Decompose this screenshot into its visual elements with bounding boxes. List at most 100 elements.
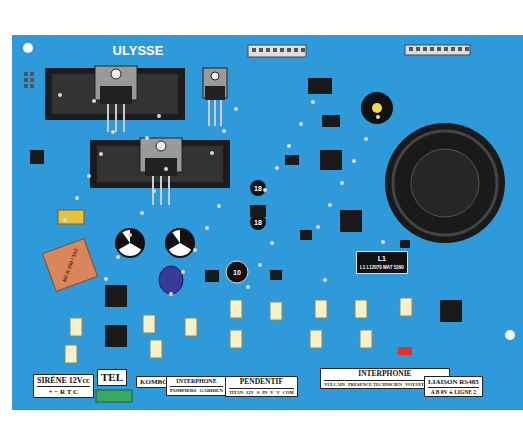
pin: [294, 48, 298, 52]
terminal-label: TEL: [97, 369, 127, 386]
terminal-pin: 12V: [246, 390, 254, 395]
terminal-label: SIRÈNE 12Vcc+ − R T C: [33, 374, 94, 398]
relay: [310, 330, 322, 348]
regulator: [203, 68, 227, 126]
ptc-fuse: [42, 239, 97, 292]
pin: [458, 47, 462, 51]
terminal-pin: TITAN: [229, 390, 243, 395]
ic-chip: [205, 270, 219, 282]
pin: [430, 47, 434, 51]
ic-chip: [105, 285, 127, 307]
ic-chip: [270, 270, 282, 280]
heat-sink: [90, 138, 230, 205]
terminal-pin: V: [276, 390, 279, 395]
terminal-pin: L1 L12070 MAT 5290: [360, 265, 404, 270]
smd-part: [104, 277, 108, 281]
crystal: [58, 210, 84, 224]
smd-part: [352, 159, 356, 163]
ic-chip: [322, 115, 340, 127]
smd-part: [217, 204, 221, 208]
smd-part: [181, 270, 185, 274]
smd-part: [234, 107, 238, 111]
smd-part: [152, 189, 156, 193]
relay: [355, 300, 367, 318]
smd-part: [157, 114, 161, 118]
relay: [315, 300, 327, 318]
pin: [423, 47, 427, 51]
smd-part: [258, 263, 262, 267]
relay: [150, 340, 162, 358]
components: [24, 47, 469, 363]
pin: [444, 47, 448, 51]
terminal-heading: TEL: [101, 371, 123, 384]
ic-chip: [400, 240, 410, 248]
smd-part: [381, 240, 385, 244]
led: [398, 347, 412, 355]
smd-part: [210, 151, 214, 155]
smd-part: [263, 188, 267, 192]
terminal-row: TITAN12VSINVVCOM: [229, 388, 294, 395]
heat-sink: [45, 66, 185, 132]
terminal-block: [96, 390, 132, 402]
inductor: L1L1 L12070 MAT 5290: [356, 251, 408, 274]
pin: [30, 78, 34, 82]
terminal-heading: PENDENTIF: [229, 378, 294, 387]
terminal-pin: COM: [283, 390, 294, 395]
ic-chip: [308, 78, 332, 94]
pin: [252, 48, 256, 52]
smd-part: [169, 292, 173, 296]
smd-part: [111, 130, 115, 134]
part-marking: 18: [254, 219, 262, 226]
ic-chip: [320, 150, 342, 170]
smd-part: [92, 99, 96, 103]
board: [12, 35, 523, 410]
terminal-row: A B 0V ⏚ LIGNE 2: [428, 387, 479, 395]
terminal-pin: V: [270, 390, 273, 395]
smd-part: [63, 218, 67, 222]
terminal-heading: INTERPHONE: [170, 378, 223, 385]
terminal-heading: LIAISON RS485: [428, 378, 479, 386]
pin: [409, 47, 413, 51]
smd-part: [116, 255, 120, 259]
smd-part: [364, 137, 368, 141]
pin: [266, 48, 270, 52]
capacitor: [226, 261, 248, 283]
terminal-label: INTERPHONE POMPIERSGARDIEN: [166, 376, 227, 396]
electrolytic-capacitor: [116, 229, 194, 257]
relay: [185, 318, 197, 336]
pin: [273, 48, 277, 52]
ic-chip: [440, 300, 462, 322]
smd-part: [87, 174, 91, 178]
mount-hole: [23, 43, 33, 53]
smd-part: [145, 136, 149, 140]
pin: [24, 84, 28, 88]
terminal-row: L1 L12070 MAT 5290: [360, 264, 404, 270]
ic-chip: [30, 150, 44, 164]
ic-chip: [300, 230, 312, 240]
pin: [287, 48, 291, 52]
part-marking: 18: [254, 185, 262, 192]
pin: [301, 48, 305, 52]
smd-part: [128, 233, 132, 237]
relay: [143, 315, 155, 333]
smd-part: [328, 203, 332, 207]
smd-part: [99, 152, 103, 156]
smd-part: [193, 248, 197, 252]
smd-part: [222, 129, 226, 133]
smd-part: [275, 166, 279, 170]
terminal-pin: GARDIEN: [199, 388, 223, 394]
terminal-pin: PRÉSENCE TECHNICIEN: [348, 382, 402, 387]
connector: [405, 45, 470, 55]
pin: [280, 48, 284, 52]
pin: [416, 47, 420, 51]
smd-part: [205, 226, 209, 230]
relay: [70, 318, 82, 336]
pin: [259, 48, 263, 52]
terminal-pin: POMPIERS: [170, 388, 196, 394]
terminal-pin: IN: [262, 390, 267, 395]
part-marking: 10: [233, 269, 241, 276]
mount-hole: [505, 330, 515, 340]
terminal-label: LIAISON RS485A B 0V ⏚ LIGNE 2: [424, 376, 483, 397]
smd-part: [270, 241, 274, 245]
smd-part: [323, 278, 327, 282]
